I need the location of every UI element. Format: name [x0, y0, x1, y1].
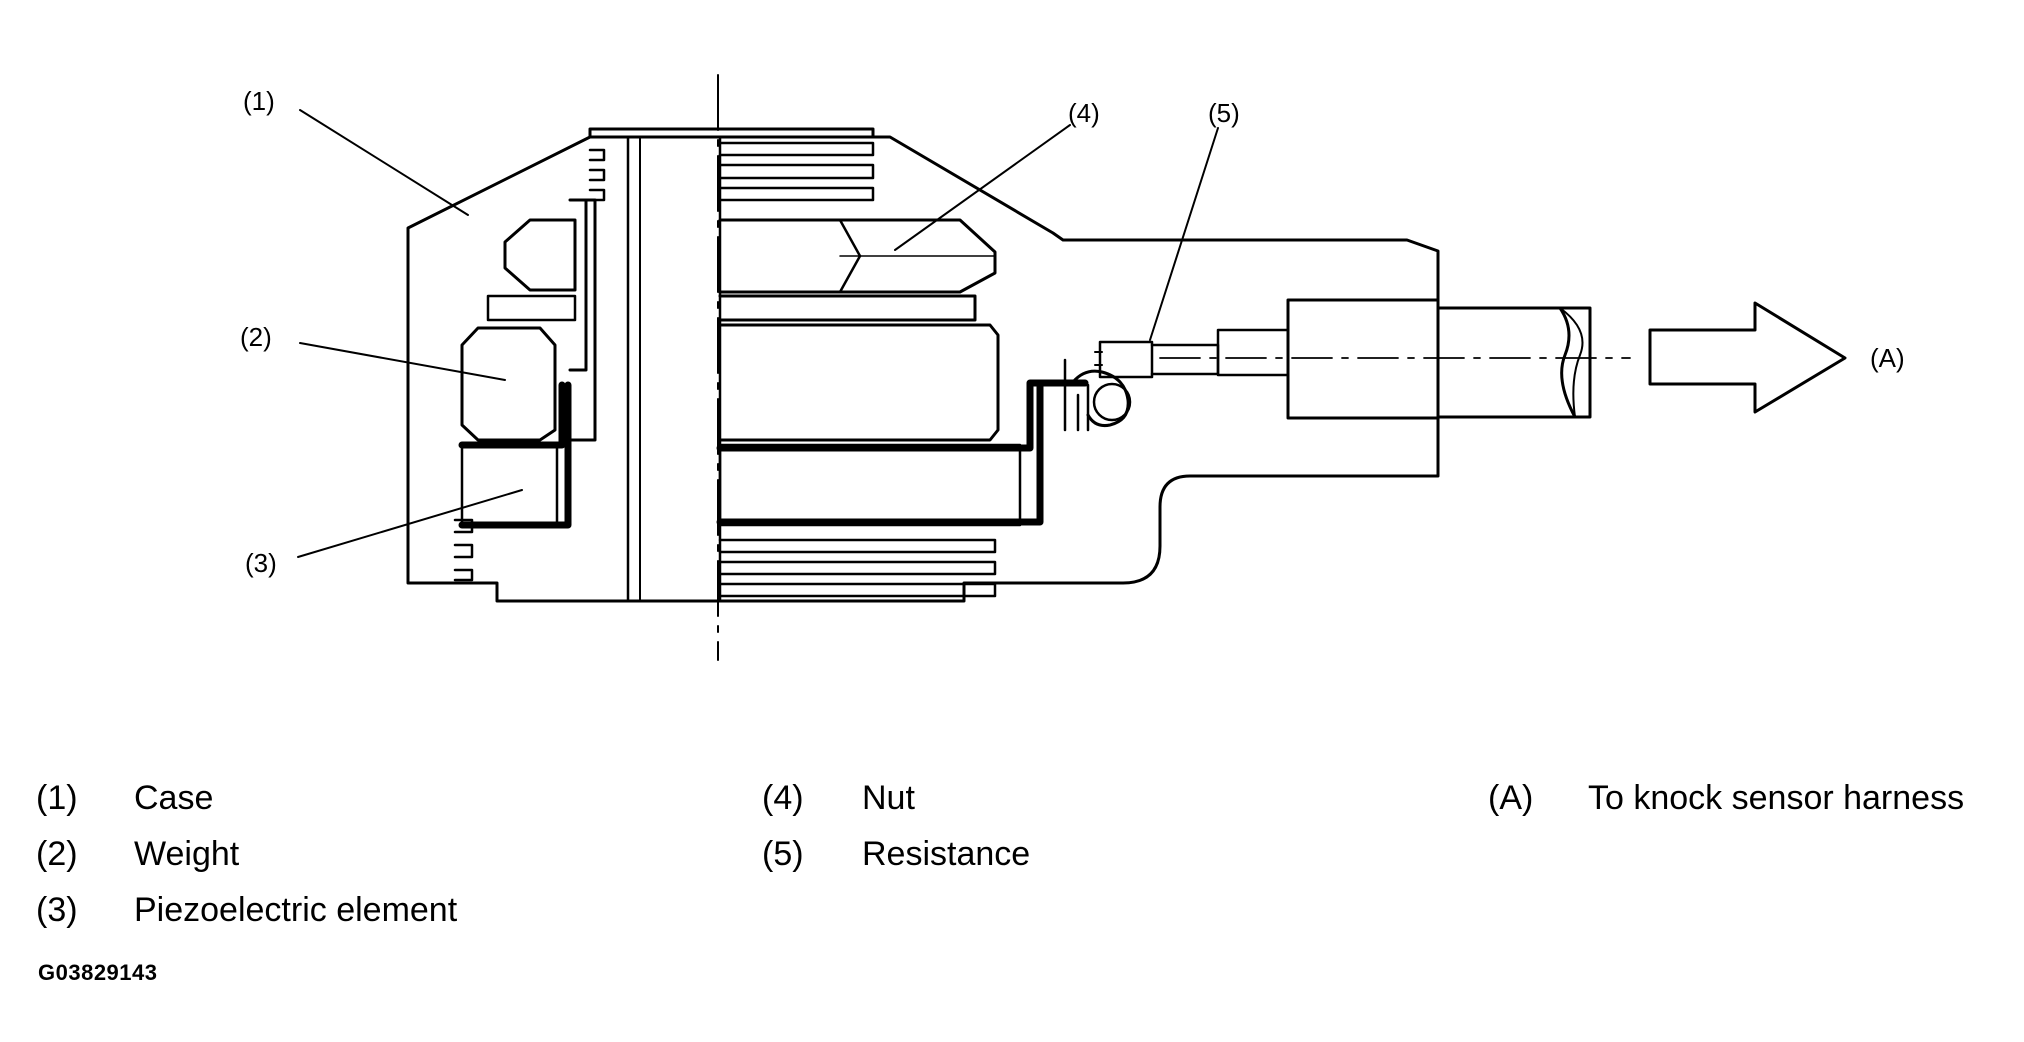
legend-text-a: To knock sensor harness: [1588, 779, 1965, 817]
left-threads: [453, 148, 606, 582]
callout-1: (1): [243, 86, 275, 116]
bolt-head: [588, 127, 875, 139]
nut-right: [718, 218, 997, 294]
callout-4: (4): [1068, 98, 1100, 128]
legend-text-3: Piezoelectric element: [134, 891, 458, 929]
leader-2: [299, 342, 506, 381]
legend-num-3: (3): [36, 891, 78, 929]
callout-2: (2): [240, 322, 272, 352]
weight-left: [460, 326, 557, 442]
washer-right: [718, 294, 977, 322]
callout-a: (A): [1870, 343, 1905, 373]
leader-5: [1149, 127, 1219, 341]
leader-4: [894, 124, 1071, 251]
legend-num-5: (5): [762, 835, 804, 873]
legend-text-2: Weight: [134, 835, 240, 873]
leader-1: [299, 109, 469, 216]
legend-text-5: Resistance: [862, 835, 1031, 873]
sleeve-left: [568, 198, 597, 442]
legend-num-4: (4): [762, 779, 804, 817]
legend-num-1: (1): [36, 779, 78, 817]
legend-text-1: Case: [134, 779, 214, 817]
nut-left: [503, 218, 577, 292]
terminal: [1071, 369, 1130, 427]
harness-arrow: [1648, 301, 1847, 414]
leader-3: [297, 489, 523, 558]
piezo-right: [718, 443, 1022, 527]
resistance: [1098, 340, 1154, 379]
right-threads: [718, 141, 997, 598]
piezo-left: [460, 443, 559, 527]
callout-5: (5): [1208, 98, 1240, 128]
body-right: [718, 323, 1000, 442]
callout-3: (3): [245, 548, 277, 578]
bolt-shaft: [626, 135, 722, 603]
electrode-left: [458, 381, 572, 529]
figure-id: G03829143: [38, 960, 158, 985]
harness-plug: [1286, 298, 1440, 420]
legend-num-2: (2): [36, 835, 78, 873]
cable: [1436, 306, 1577, 419]
legend-text-4: Nut: [862, 779, 915, 817]
electrode-right: [716, 379, 1089, 526]
legend-num-a: (A): [1488, 779, 1534, 817]
